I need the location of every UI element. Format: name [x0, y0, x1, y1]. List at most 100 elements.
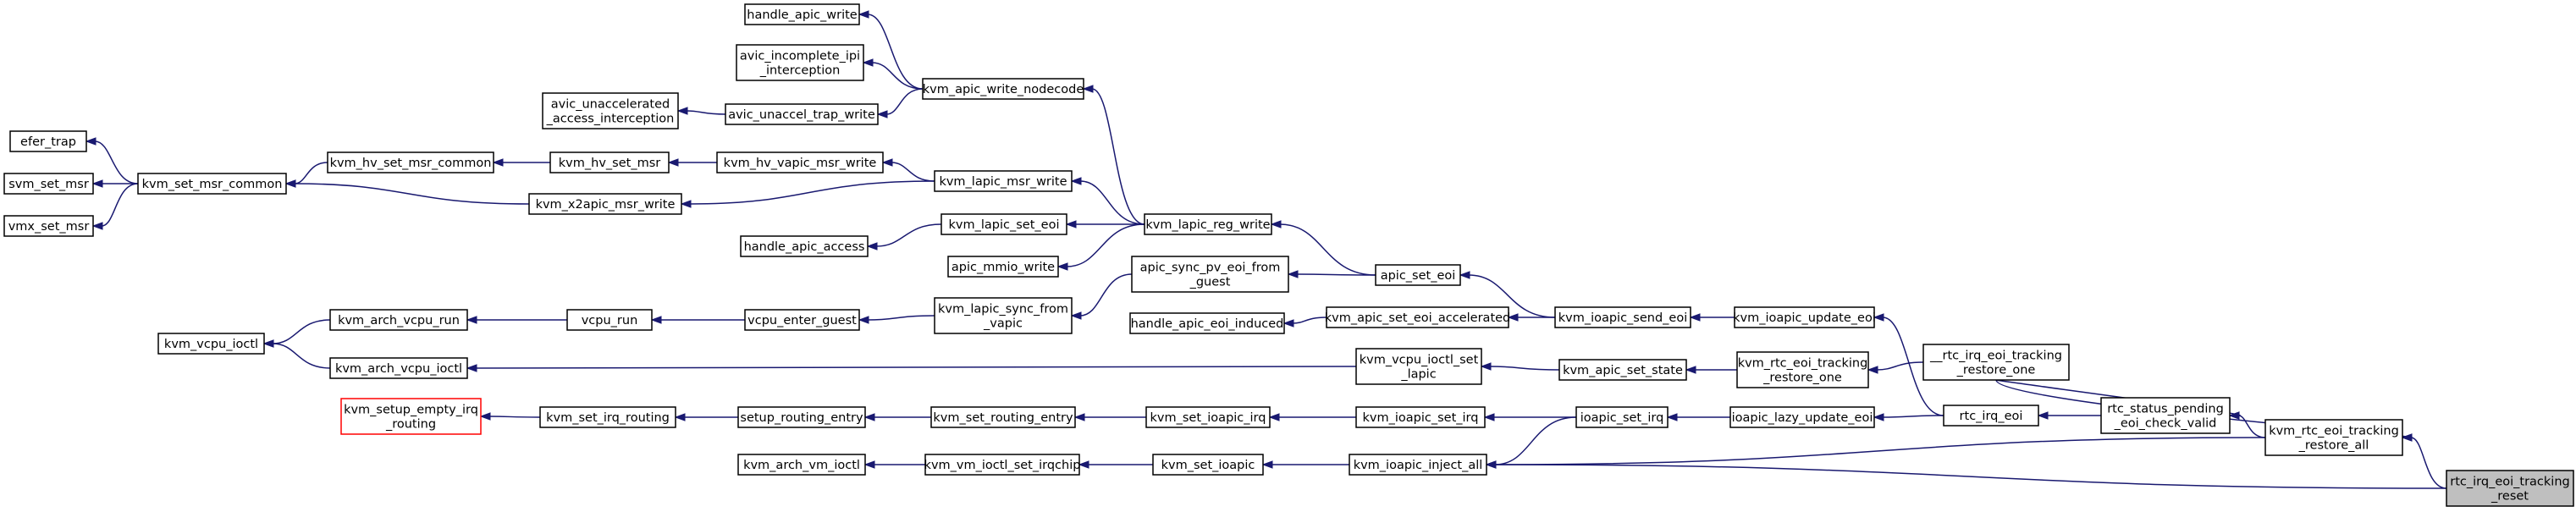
node-kvm-ioapic-inject-all[interactable]: kvm_ioapic_inject_all	[1349, 454, 1487, 476]
node-label: vcpu_enter_guest	[747, 314, 857, 328]
node-avic-unaccel-trap-write[interactable]: avic_unaccel_trap_write	[725, 103, 879, 125]
node-kvm-setup-empty-irq-routing[interactable]: kvm_setup_empty_irq_routing	[340, 398, 482, 435]
call-edge	[1882, 415, 1944, 418]
edge-arrowhead	[1287, 270, 1299, 278]
node-efer-trap[interactable]: efer_trap	[9, 130, 87, 152]
call-edge	[686, 110, 726, 115]
node-rtc-status-pending-eoi-check-valid[interactable]: rtc_status_pending_eoi_check_valid	[2100, 397, 2231, 434]
node-box	[1922, 344, 2070, 381]
node-kvm-rtc-eoi-tracking-restore-one[interactable]: kvm_rtc_eoi_tracking_restore_one	[1736, 351, 1869, 388]
node-kvm-rtc-eoi-tracking-restore-all[interactable]: kvm_rtc_eoi_tracking_restore_all	[2264, 419, 2403, 456]
node-kvm-hv-set-msr-common[interactable]: kvm_hv_set_msr_common	[327, 151, 494, 173]
edge-arrowhead	[1685, 366, 1696, 374]
node-kvm-hv-set-msr[interactable]: kvm_hv_set_msr	[549, 151, 670, 173]
node-kvm-lapic-sync-from-vapic[interactable]: kvm_lapic_sync_from_vapic	[934, 297, 1073, 334]
edge-arrowhead	[1689, 313, 1701, 322]
node-label: handle_apic_access	[744, 240, 865, 254]
node-kvm-vcpu-ioctl-set-lapic[interactable]: kvm_vcpu_ioctl_set_lapic	[1355, 348, 1482, 385]
node-kvm-set-ioapic-irq[interactable]: kvm_set_ioapic_irq	[1145, 406, 1271, 428]
node-box	[566, 309, 653, 331]
node-vcpu-enter-guest[interactable]: vcpu_enter_guest	[744, 309, 860, 331]
node-handle-apic-eoi-induced[interactable]: handle_apic_eoi_induced	[1129, 312, 1285, 334]
edge-arrowhead	[91, 222, 103, 230]
node-box	[2100, 397, 2231, 434]
call-edge	[871, 62, 924, 90]
node-label: rtc_status_pending	[2107, 403, 2224, 416]
node-kvm-apic-set-state[interactable]: kvm_apic_set_state	[1558, 359, 1687, 381]
node-kvm-arch-vcpu-run[interactable]: kvm_arch_vcpu_run	[329, 309, 468, 331]
node-kvm-arch-vcpu-ioctl[interactable]: kvm_arch_vcpu_ioctl	[329, 357, 468, 379]
call-edge	[2410, 437, 2447, 489]
node-rtc-irq-eoi-tracking-reset[interactable]: rtc_irq_eoi_tracking_reset	[2446, 470, 2574, 507]
node-rtc-irq-eoi[interactable]: rtc_irq_eoi	[1943, 405, 2039, 427]
node-label: kvm_vm_ioctl_set_irqchip	[924, 459, 1081, 472]
call-edge	[1876, 361, 1924, 371]
node-ioapic-set-irq[interactable]: ioapic_set_irq	[1575, 406, 1669, 428]
node-kvm-set-routing-entry[interactable]: kvm_set_routing_entry	[930, 406, 1076, 428]
call-edge	[272, 343, 331, 369]
edge-arrowhead	[858, 316, 869, 324]
node-svm-set-msr[interactable]: svm_set_msr	[3, 173, 94, 195]
node-vcpu-run[interactable]: vcpu_run	[566, 309, 653, 331]
node-box	[934, 170, 1073, 192]
node-kvm-arch-vm-ioctl[interactable]: kvm_arch_vm_ioctl	[737, 454, 866, 476]
node-kvm-hv-vapic-msr-write[interactable]: kvm_hv_vapic_msr_write	[716, 151, 884, 173]
node-kvm-ioapic-set-irq[interactable]: kvm_ioapic_set_irq	[1355, 406, 1486, 428]
node-kvm-apic-set-eoi-accelerated[interactable]: kvm_apic_set_eoi_accelerated	[1325, 306, 1511, 328]
node-box	[9, 130, 87, 152]
node-kvm-lapic-msr-write[interactable]: kvm_lapic_msr_write	[934, 170, 1073, 192]
node-kvm-lapic-reg-write[interactable]: kvm_lapic_reg_write	[1144, 213, 1272, 235]
node-label: _restore_all	[2298, 439, 2369, 453]
node-box	[542, 92, 679, 129]
node-apic-sync-pv-eoi-from-guest[interactable]: apic_sync_pv_eoi_from_guest	[1131, 256, 1289, 293]
node-box	[940, 213, 1067, 235]
edge-arrowhead	[2228, 411, 2240, 420]
call-nodes: rtc_irq_eoi_tracking_reset kvm_rtc_eoi_tr…	[3, 3, 2574, 507]
edge-arrowhead	[466, 364, 477, 372]
node-avic-incomplete-ipi-interception[interactable]: avic_incomplete_ipi_interception	[736, 44, 864, 81]
node-label: kvm_hv_vapic_msr_write	[724, 157, 877, 170]
node-apic-mmio-write[interactable]: apic_mmio_write	[947, 256, 1059, 278]
node-box	[737, 454, 866, 476]
edge-arrowhead	[866, 242, 878, 250]
node-label: kvm_arch_vcpu_run	[338, 314, 460, 328]
node-kvm-vm-ioctl-set-irqchip[interactable]: kvm_vm_ioctl_set_irqchip	[924, 454, 1081, 476]
node-box	[934, 297, 1073, 334]
node-kvm-ioapic-update-eoi[interactable]: kvm_ioapic_update_eoi	[1733, 306, 1876, 328]
node-handle-apic-access[interactable]: handle_apic_access	[740, 235, 869, 257]
node-kvm-vcpu-ioctl[interactable]: kvm_vcpu_ioctl	[157, 333, 265, 355]
node-box	[736, 44, 864, 81]
node-kvm-lapic-set-eoi[interactable]: kvm_lapic_set_eoi	[940, 213, 1067, 235]
node-kvm-set-irq-routing[interactable]: kvm_set_irq_routing	[539, 406, 676, 428]
node-box	[1375, 264, 1461, 286]
call-edge	[1494, 416, 1577, 465]
node-handle-apic-write[interactable]: handle_apic_write	[744, 3, 860, 25]
node-ioapic-lazy-update-eoi[interactable]: ioapic_lazy_update_eoi	[1729, 406, 1875, 428]
node-kvm-set-ioapic[interactable]: kvm_set_ioapic	[1152, 454, 1264, 476]
node-avic-unaccelerated-access-interception[interactable]: avic_unaccelerated_access_interception	[542, 92, 679, 129]
call-edge	[1489, 366, 1560, 371]
node-apic-set-eoi[interactable]: apic_set_eoi	[1375, 264, 1461, 286]
node-box	[930, 406, 1076, 428]
node-kvm-x2apic-msr-write[interactable]: kvm_x2apic_msr_write	[528, 193, 682, 215]
node-box	[1131, 256, 1289, 293]
node---rtc-irq-eoi-tracking-restore-one[interactable]: __rtc_irq_eoi_tracking_restore_one	[1922, 344, 2070, 381]
call-edge	[1079, 273, 1133, 317]
node-kvm-ioapic-send-eoi[interactable]: kvm_ioapic_send_eoi	[1554, 306, 1691, 328]
edge-arrowhead	[492, 158, 504, 167]
call-edge	[1494, 464, 2447, 489]
node-label: vmx_set_msr	[8, 220, 90, 234]
node-label: kvm_ioapic_set_irq	[1363, 411, 1479, 425]
node-box	[1129, 312, 1285, 334]
node-kvm-set-msr-common[interactable]: kvm_set_msr_common	[137, 173, 287, 195]
node-setup-routing-entry[interactable]: setup_routing_entry	[737, 406, 866, 428]
edge-arrowhead	[1073, 413, 1085, 421]
call-edge	[1091, 88, 1145, 225]
edge-arrowhead	[1261, 460, 1273, 469]
node-box	[1575, 406, 1669, 428]
edge-arrowhead	[262, 339, 274, 348]
node-label: kvm_vcpu_ioctl	[164, 338, 258, 351]
node-label: ioapic_lazy_update_eoi	[1732, 411, 1873, 425]
node-kvm-apic-write-nodecode[interactable]: kvm_apic_write_nodecode	[922, 78, 1084, 100]
node-vmx-set-msr[interactable]: vmx_set_msr	[3, 215, 94, 237]
